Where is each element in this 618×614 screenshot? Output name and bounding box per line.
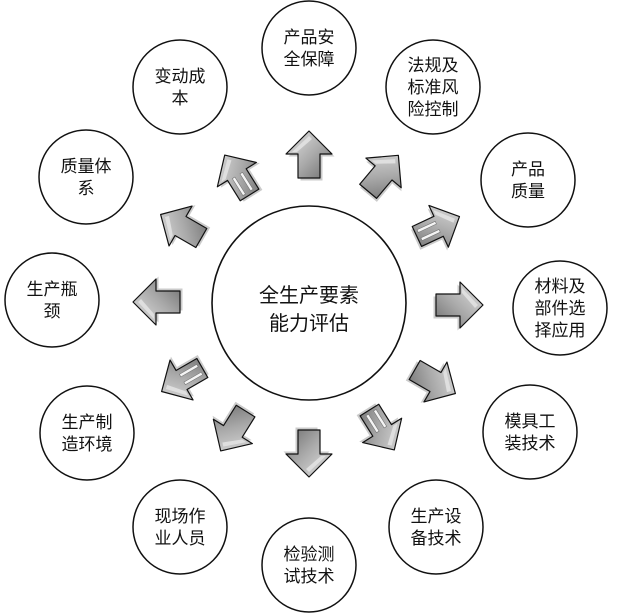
node-circle bbox=[388, 479, 484, 575]
node-label-line: 产品 bbox=[511, 160, 545, 180]
node-circle bbox=[4, 252, 100, 348]
center-label-line-2: 能力评估 bbox=[269, 311, 349, 335]
node-label-line: 颈 bbox=[44, 302, 61, 322]
arrow-quality-system bbox=[160, 205, 211, 249]
node-label-line: 生产瓶 bbox=[27, 280, 78, 300]
node-circle bbox=[512, 260, 608, 356]
arrow-tooling-tech bbox=[405, 359, 456, 403]
node-label-line: 标准风 bbox=[408, 78, 459, 98]
node-circle bbox=[480, 132, 576, 228]
node-label-line: 部件选 bbox=[535, 299, 586, 319]
node-label-line: 备技术 bbox=[411, 529, 462, 549]
node-label-line: 检验测 bbox=[284, 545, 335, 565]
node-circle bbox=[132, 39, 228, 135]
node-label-line: 择应用 bbox=[535, 321, 586, 341]
node-label-line: 材料及 bbox=[535, 277, 586, 297]
node-circle bbox=[385, 39, 481, 135]
arrow-equipment-tech bbox=[356, 403, 403, 451]
node-label-line: 全保障 bbox=[284, 50, 335, 70]
arrow-bottleneck bbox=[132, 276, 183, 326]
arrow-product-quality bbox=[411, 204, 461, 251]
arrow-material-selection bbox=[433, 281, 484, 331]
node-circle bbox=[261, 517, 357, 613]
center-label-line-1: 全生产要素 bbox=[259, 283, 359, 307]
node-label-line: 业人员 bbox=[155, 529, 206, 549]
node-label-line: 生产制 bbox=[62, 413, 113, 433]
node-circle bbox=[482, 384, 578, 480]
node-circle bbox=[261, 0, 357, 96]
node-label-line: 模具工 bbox=[505, 412, 556, 432]
nodes: 产品安全保障法规及标准风险控制产品质量材料及部件选择应用模具工装技术生产设备技术… bbox=[4, 0, 608, 613]
node-circle bbox=[38, 129, 134, 225]
node-label-line: 现场作 bbox=[155, 507, 206, 527]
arrow-onsite-staff bbox=[212, 401, 256, 452]
node-label-line: 系 bbox=[78, 179, 95, 199]
arrow-testing-tech bbox=[283, 427, 333, 478]
arrows bbox=[132, 130, 484, 478]
node-label-line: 质量 bbox=[511, 182, 545, 202]
node-circle bbox=[39, 385, 135, 481]
node-circle bbox=[132, 479, 228, 575]
node-label-line: 法规及 bbox=[408, 56, 459, 76]
node-label-line: 生产设 bbox=[411, 507, 462, 527]
node-label-line: 险控制 bbox=[408, 100, 459, 120]
arrow-variable-cost bbox=[216, 154, 263, 202]
node-label-line: 本 bbox=[172, 89, 189, 109]
arrow-manufacturing-env bbox=[161, 355, 209, 401]
node-label-line: 变动成 bbox=[155, 67, 206, 87]
node-label-line: 装技术 bbox=[505, 434, 556, 454]
arrow-regulation-risk bbox=[359, 154, 402, 202]
node-label-line: 试技术 bbox=[284, 567, 335, 587]
node-label-line: 质量体 bbox=[61, 157, 112, 177]
center-circle: 全生产要素 能力评估 bbox=[211, 205, 407, 401]
arrow-product-safety bbox=[285, 130, 335, 181]
node-label-line: 造环境 bbox=[62, 435, 113, 455]
node-label-line: 产品安 bbox=[284, 28, 335, 48]
